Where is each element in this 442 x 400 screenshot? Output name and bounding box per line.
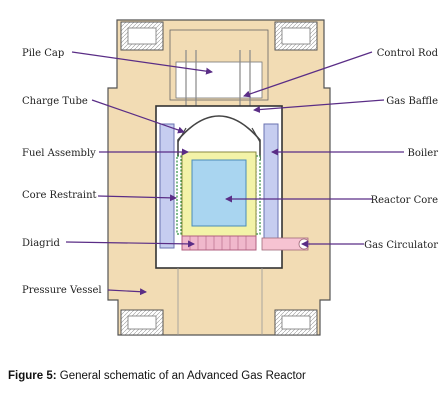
reactor-core	[191, 159, 247, 227]
arrow-charge-tube	[91, 99, 185, 134]
charge-tube-slot	[175, 61, 263, 99]
caption-prefix: Figure 5:	[8, 370, 57, 382]
label-fuel-assembly: Fuel Assembly	[22, 148, 96, 159]
arrow-gas-baffle	[253, 99, 385, 114]
label-charge-tube: Charge Tube	[22, 96, 88, 107]
reactor-schematic: Pile Cap Charge Tube Fuel Assembly Core …	[22, 19, 439, 336]
label-boiler: Boiler	[408, 148, 439, 159]
boiler-right	[263, 123, 279, 249]
label-gas-baffle: Gas Baffle	[386, 96, 438, 107]
label-reactor-core: Reactor Core	[371, 195, 438, 206]
figure-caption: Figure 5: General schematic of an Advanc…	[8, 370, 438, 382]
arrow-pile-cap	[71, 51, 213, 75]
arrow-pressure-vessel	[107, 288, 147, 296]
core-restraint-left	[176, 155, 182, 235]
label-core-restraint: Core Restraint	[22, 190, 97, 201]
label-pile-cap: Pile Cap	[22, 48, 64, 59]
core-restraint-right	[255, 155, 261, 235]
arrow-diagrid	[65, 240, 195, 248]
label-diagrid: Diagrid	[22, 238, 61, 249]
arrow-core-restraint	[97, 194, 177, 202]
label-gas-circulator: Gas Circulator	[364, 240, 438, 251]
diagrid	[181, 235, 257, 251]
label-control-rod: Control Rod	[377, 48, 439, 59]
arrow-control-rod	[243, 51, 373, 98]
boiler-left	[159, 123, 175, 249]
caption-text: General schematic of an Advanced Gas Rea…	[56, 370, 306, 382]
label-pressure-vessel: Pressure Vessel	[22, 285, 102, 296]
